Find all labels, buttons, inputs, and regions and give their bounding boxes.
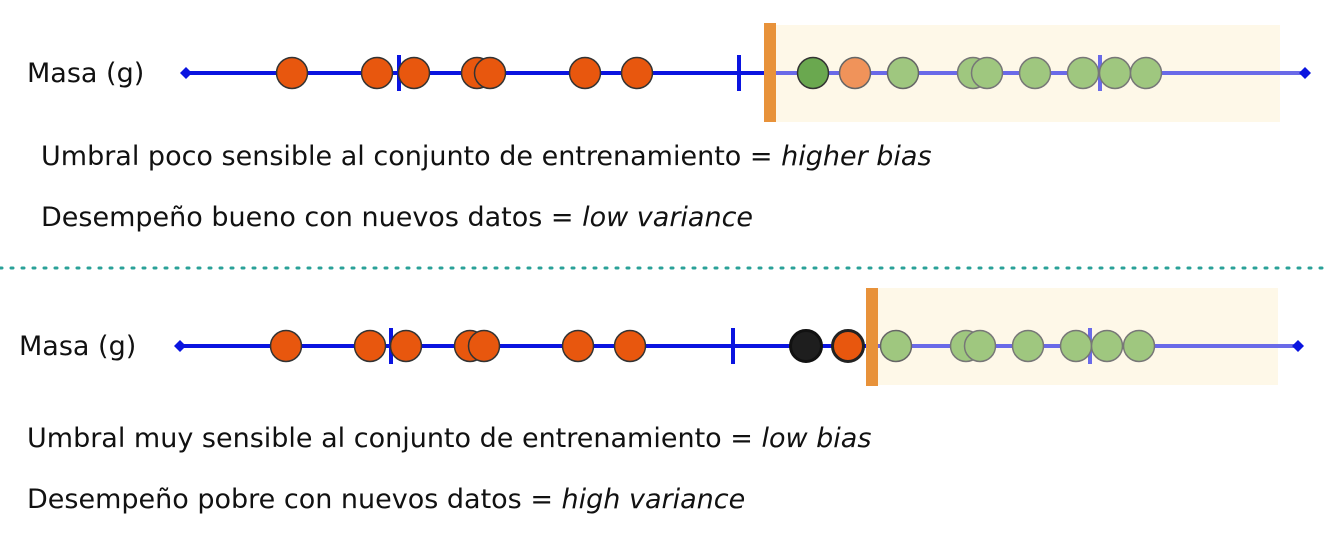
data-point-top-11 <box>970 56 1004 90</box>
data-point-bottom-13 <box>1059 329 1093 363</box>
axis-end-right-bottom <box>1292 340 1304 352</box>
caption-bottom-bias-term: low bias <box>761 423 872 454</box>
axis-end-left-top <box>180 67 192 79</box>
data-point-bottom-12 <box>1011 329 1045 363</box>
data-point-top-0 <box>275 56 309 90</box>
data-point-bottom-11 <box>963 329 997 363</box>
caption-bottom-bias: Umbral muy sensible al conjunto de entre… <box>27 425 871 452</box>
caption-top-variance-term: low variance <box>582 202 754 233</box>
caption-bottom-bias-text: Umbral muy sensible al conjunto de entre… <box>27 423 762 454</box>
data-point-top-2 <box>397 56 431 90</box>
axis-end-right-top <box>1299 67 1311 79</box>
caption-top-bias-term: higher bias <box>781 141 932 172</box>
data-point-bottom-15 <box>1122 329 1156 363</box>
threshold-bar-top <box>764 23 776 122</box>
caption-top-variance: Desempeño bueno con nuevos datos = low v… <box>41 204 753 231</box>
data-point-top-6 <box>620 56 654 90</box>
data-point-top-8 <box>838 56 872 90</box>
caption-bottom-variance-term: high variance <box>561 484 746 515</box>
data-point-top-5 <box>568 56 602 90</box>
data-point-bottom-7 <box>789 329 823 363</box>
data-point-top-14 <box>1098 56 1132 90</box>
data-point-bottom-8 <box>831 329 865 363</box>
data-point-top-13 <box>1066 56 1100 90</box>
data-point-top-15 <box>1129 56 1163 90</box>
caption-bottom-variance-text: Desempeño pobre con nuevos datos = <box>27 484 562 515</box>
axis-end-left-bottom <box>174 340 186 352</box>
data-point-bottom-1 <box>353 329 387 363</box>
data-point-bottom-9 <box>879 329 913 363</box>
data-point-top-1 <box>360 56 394 90</box>
caption-top-bias: Umbral poco sensible al conjunto de entr… <box>41 143 932 170</box>
data-point-bottom-5 <box>561 329 595 363</box>
data-point-bottom-2 <box>389 329 423 363</box>
caption-bottom-variance: Desempeño pobre con nuevos datos = high … <box>27 486 745 513</box>
data-point-top-9 <box>886 56 920 90</box>
data-point-top-7 <box>796 56 830 90</box>
threshold-bar-bottom <box>866 288 878 386</box>
axis-label-bottom: Masa (g) <box>19 331 137 362</box>
data-point-bottom-4 <box>467 329 501 363</box>
caption-top-bias-text: Umbral poco sensible al conjunto de entr… <box>41 141 782 172</box>
axis-label-top: Masa (g) <box>27 58 145 89</box>
data-point-top-4 <box>473 56 507 90</box>
data-point-bottom-0 <box>269 329 303 363</box>
data-point-top-12 <box>1018 56 1052 90</box>
data-point-bottom-14 <box>1090 329 1124 363</box>
caption-top-variance-text: Desempeño bueno con nuevos datos = <box>41 202 583 233</box>
data-point-bottom-6 <box>613 329 647 363</box>
